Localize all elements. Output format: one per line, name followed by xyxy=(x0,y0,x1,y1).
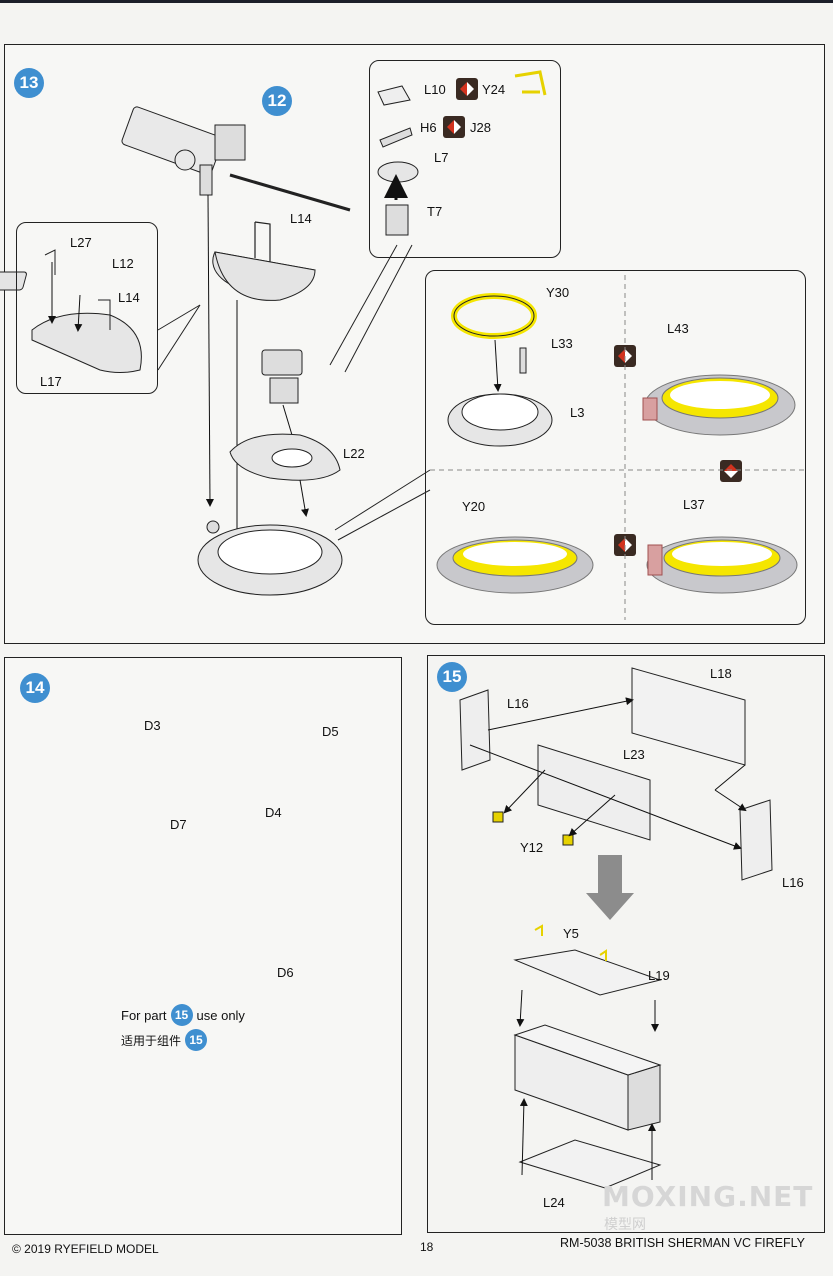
step-12-badge: 12 xyxy=(262,86,292,116)
label-j28: J28 xyxy=(470,120,491,135)
label-l7: L7 xyxy=(434,150,449,165)
label-l23: L23 xyxy=(623,747,645,762)
label-d7: D7 xyxy=(170,817,187,832)
label-l10: L10 xyxy=(424,82,446,97)
step-14-panel xyxy=(4,657,402,1235)
label-y30: Y30 xyxy=(546,285,570,300)
note-cn-prefix: 适用于组件 xyxy=(121,1033,182,1048)
machine-gun-drawing xyxy=(121,106,351,212)
label-l14b: L14 xyxy=(118,290,140,305)
callout-left xyxy=(16,222,158,394)
label-l24: L24 xyxy=(543,1195,565,1210)
label-d4: D4 xyxy=(265,805,282,820)
copyright: © 2019 RYEFIELD MODEL xyxy=(12,1242,159,1256)
label-l12: L12 xyxy=(112,256,134,271)
step-15-panel xyxy=(427,655,825,1233)
label-l43: L43 xyxy=(667,321,689,336)
label-l33: L33 xyxy=(551,336,573,351)
label-l16a: L16 xyxy=(507,696,529,711)
label-y5: Y5 xyxy=(563,926,579,941)
step-14-badge: 14 xyxy=(20,673,50,703)
label-d6: D6 xyxy=(277,965,294,980)
kit-title: RM-5038 BRITISH SHERMAN VC FIREFLY xyxy=(560,1236,805,1250)
top-border-strip xyxy=(0,0,833,3)
step-13-badge: 13 xyxy=(14,68,44,98)
label-l37: L37 xyxy=(683,497,705,512)
note-english: For part 15 use only xyxy=(121,1004,245,1026)
label-l19: L19 xyxy=(648,968,670,983)
label-d5: D5 xyxy=(322,724,339,739)
watermark-cn: 模型网 xyxy=(604,1217,646,1233)
periscope-drawing xyxy=(261,349,303,404)
label-t7: T7 xyxy=(427,204,443,219)
swap-icons xyxy=(443,78,742,556)
note-en-step-ref: 15 xyxy=(170,1004,193,1026)
note-chinese: 适用于组件 15 xyxy=(121,1029,208,1051)
page-number: 18 xyxy=(420,1240,434,1254)
label-y24: Y24 xyxy=(482,82,506,97)
label-d3: D3 xyxy=(144,718,161,733)
note-cn-step-ref: 15 xyxy=(185,1029,208,1051)
label-l14: L14 xyxy=(290,211,312,226)
label-y12: Y12 xyxy=(520,840,544,855)
label-l3: L3 xyxy=(570,405,585,420)
callout-rings xyxy=(425,270,806,625)
label-l27: L27 xyxy=(70,235,92,250)
callout-top xyxy=(369,60,561,258)
watermark: MOXING.NET xyxy=(602,1180,814,1213)
step-15-badge: 15 xyxy=(437,662,467,692)
label-l16b: L16 xyxy=(782,875,804,890)
label-l17: L17 xyxy=(40,374,62,389)
label-h6: H6 xyxy=(420,120,437,135)
note-en-prefix: For part xyxy=(121,1007,167,1023)
note-en-suffix: use only xyxy=(196,1007,245,1023)
label-y20: Y20 xyxy=(462,499,486,514)
label-l22: L22 xyxy=(343,446,365,461)
label-l18: L18 xyxy=(710,666,732,681)
